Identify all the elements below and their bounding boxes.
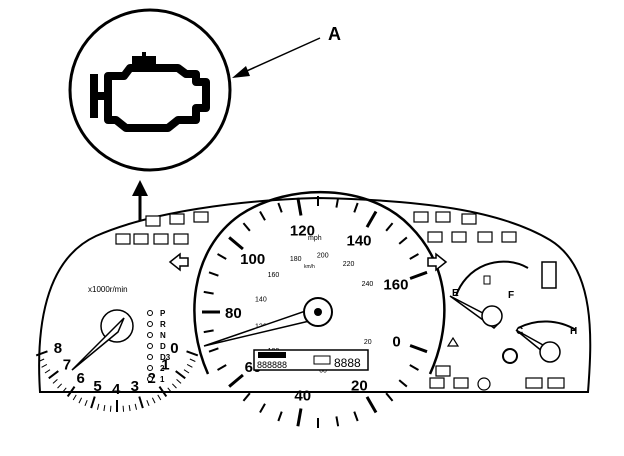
fuel-empty: E [452,288,459,299]
gear-lamp [147,376,153,382]
indicator-lamps-top-left [115,211,209,245]
door-open-icon [541,261,557,289]
gear-lamp [147,354,153,360]
indicator-lamps-bottom [429,365,565,391]
fuel-gauge: E F [449,260,529,329]
gear-label: 1 [160,375,165,384]
mph-number: 120 [290,222,315,239]
tach-number: 5 [93,378,101,395]
odometer-digits: 888888 [257,360,287,370]
gear-label: R [160,320,166,329]
fuel-pump-icon [483,275,491,285]
gear-lamp [147,365,153,371]
gear-label: N [160,331,166,340]
tach-number: 1 [161,357,169,374]
callout-arrow [239,37,321,75]
mph-number: 20 [351,378,368,395]
mph-number: 160 [383,276,408,293]
indicator-lamps-top-right [413,211,517,243]
mph-number: 80 [225,305,242,322]
tach-number: 6 [76,370,84,387]
gear-label: D3 [160,353,171,362]
turn-signal-right-icon [427,252,448,272]
fuel-full: F [508,290,514,301]
kmh-number: 180 [290,256,302,263]
trip-digits: 8888 [334,356,361,370]
tach-number: 8 [54,340,62,357]
temp-hot: H [570,326,577,337]
turn-signal-left-icon [168,252,189,272]
kmh-number: 240 [362,281,374,288]
gear-label: 2 [160,364,165,373]
mph-number: 40 [294,388,311,405]
gear-lamp [147,310,153,316]
kmh-number: 60 [319,368,327,375]
callout-label: A [328,24,341,44]
tach-number: 4 [112,381,121,398]
tach-number: 7 [63,357,71,374]
check-engine-callout [68,8,232,172]
temp-gauge: C H [515,320,577,363]
tach-number: 3 [131,378,139,395]
tach-unit: x1000r/min [88,285,128,294]
gear-label: D [160,342,166,351]
kmh-unit: km/h [304,264,315,270]
kmh-number: 220 [343,261,355,268]
gear-lamp [147,343,153,349]
mph-number: 140 [347,232,372,249]
kmh-number: 160 [268,272,280,279]
check-engine-icon [90,64,210,132]
mph-number: 100 [240,251,265,268]
gear-lamp [147,321,153,327]
kmh-number: 200 [317,252,329,259]
gear-lamp [147,332,153,338]
seatbelt-icon [446,336,460,347]
kmh-number: 20 [364,339,372,346]
tach-number: 0 [170,340,178,357]
mph-number: 0 [392,334,400,351]
kmh-number: 140 [255,296,267,303]
speed-unit: mph [308,235,322,242]
trip-reset-knob [502,348,518,364]
gear-label: P [160,309,166,318]
